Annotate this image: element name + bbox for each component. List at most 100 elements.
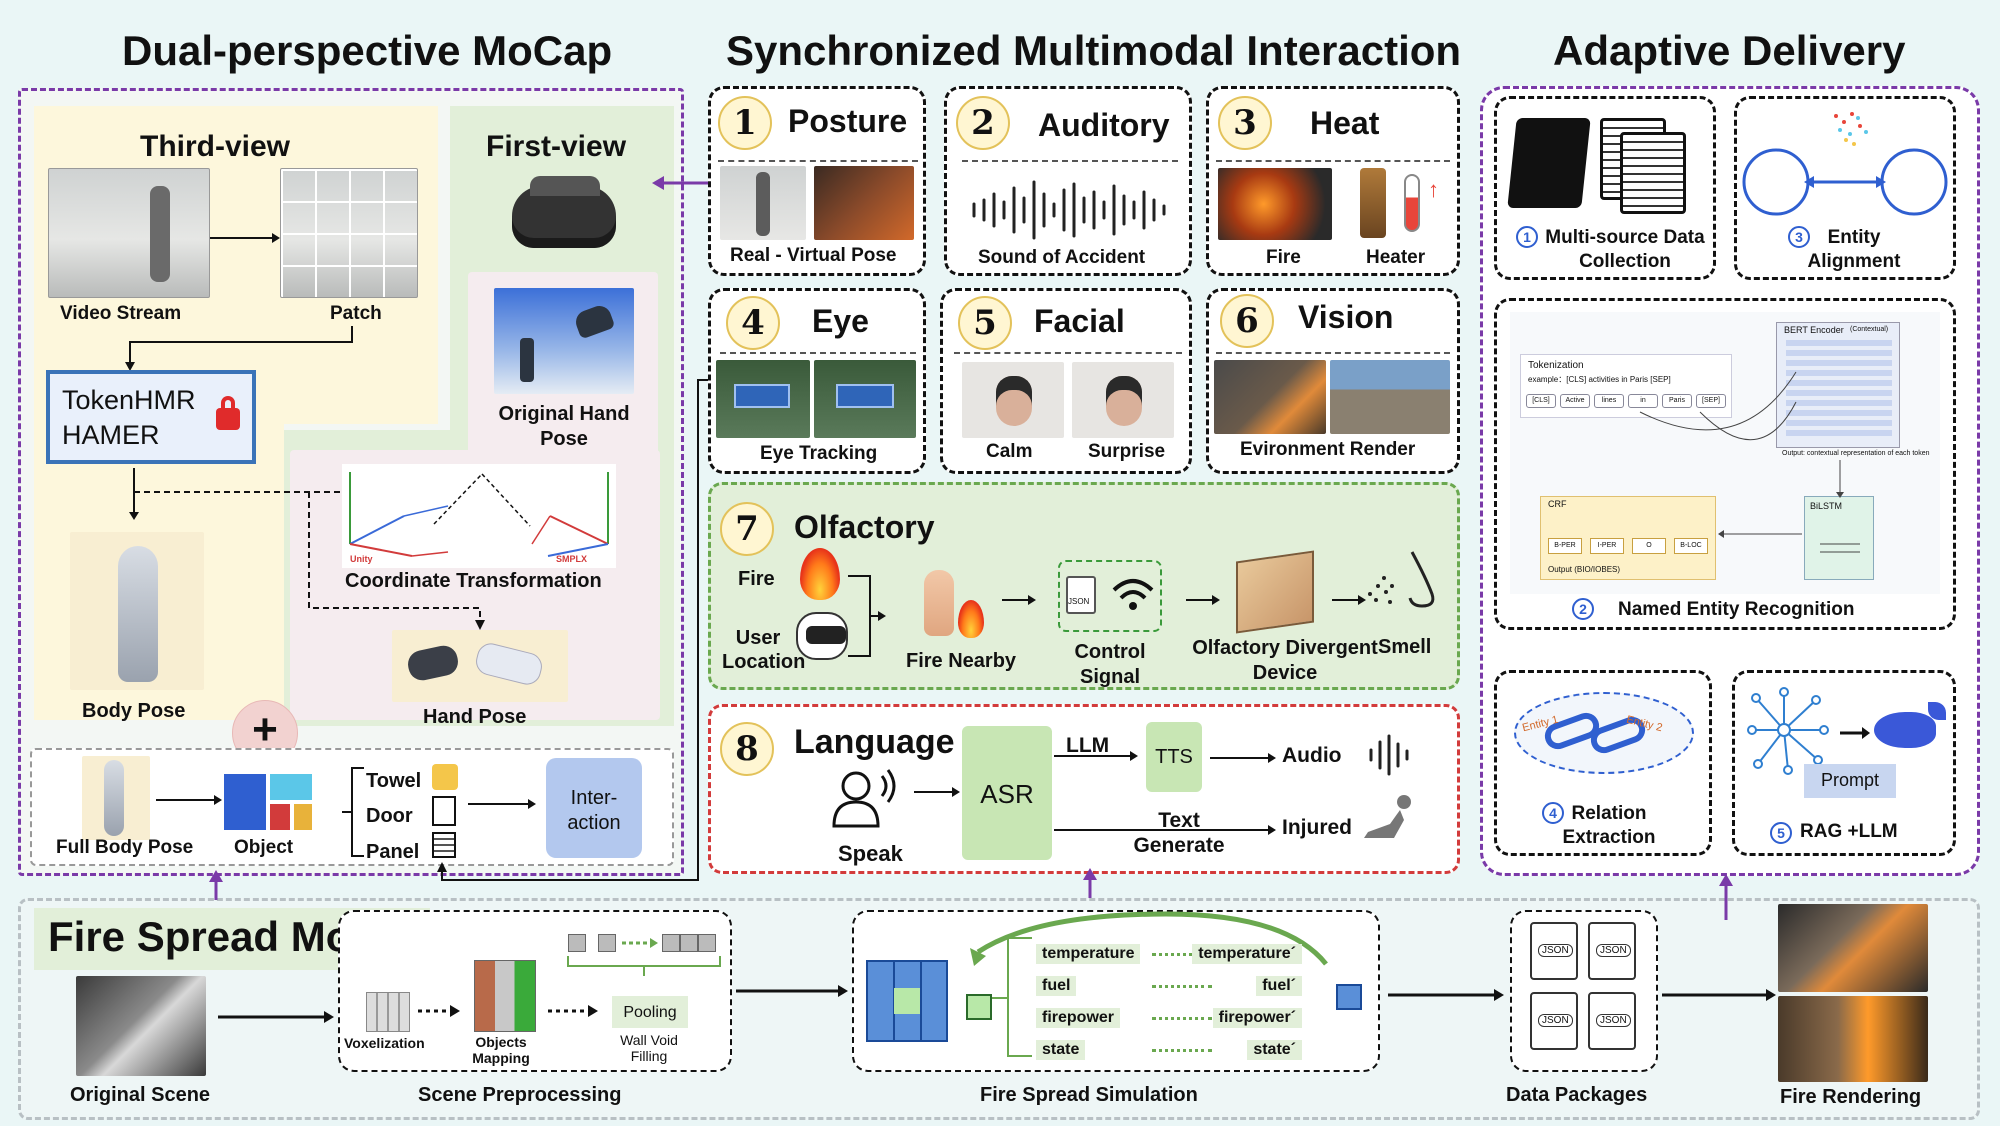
fire-nearby-person [924, 570, 954, 636]
divider-vision [1216, 352, 1450, 354]
llm-whale-icon [1874, 712, 1936, 748]
injured-person-icon [1364, 795, 1411, 838]
fire-icon [800, 548, 840, 600]
ner-token: Active [1560, 394, 1590, 408]
audio-label: Audio [1282, 744, 1342, 767]
num-2: 2 [956, 96, 1010, 150]
multi-source-label: Multi-source Data Collection [1545, 227, 1705, 272]
ner-label: Named Entity Recognition [1618, 599, 1855, 620]
control-signal-box [1058, 560, 1162, 632]
divider-eye [720, 352, 916, 354]
panel-icon [432, 832, 456, 858]
video-stream-person [150, 186, 170, 282]
param-arrow [1152, 953, 1212, 956]
olfactory-bracket [848, 575, 886, 657]
json-file-label: JSON [1068, 597, 1090, 606]
arrow-up-delivery [1719, 874, 1733, 920]
arrow-to-preprocessing [218, 1011, 334, 1023]
wifi-icon [1112, 579, 1154, 610]
json-file-text: JSON [1596, 1014, 1631, 1027]
delivery-num-1: 1 [1516, 226, 1538, 248]
arrow-to-llm [1840, 727, 1870, 739]
json-file-icon: JSON [1530, 992, 1578, 1050]
patch-label: Patch [330, 303, 382, 324]
original-hand-image [494, 288, 634, 394]
object-towel: Towel [366, 770, 422, 792]
hand-model [520, 338, 534, 382]
object-bracket [342, 767, 364, 857]
interaction-label: Inter-action [567, 787, 621, 834]
video-stream-image [48, 168, 210, 298]
eye-screen-2 [836, 384, 894, 408]
param-arrow [1152, 985, 1212, 988]
arrow-to-device [1186, 595, 1220, 605]
original-scene-label: Original Scene [70, 1084, 211, 1106]
olfactory-title: Olfactory [794, 509, 935, 545]
voxelization-label: Voxelization [344, 1035, 425, 1051]
vision-title: Vision [1298, 299, 1394, 335]
olfactory-user-location: User Location [722, 627, 806, 673]
arrow-voxel-to-mapping [418, 1005, 460, 1017]
facial-calm-caption: Calm [986, 441, 1033, 462]
facial-title: Facial [1034, 303, 1125, 339]
ner-token: [CLS] [1526, 394, 1556, 408]
num-3: 3 [1218, 96, 1272, 150]
data-packages-label: Data Packages [1506, 1084, 1648, 1106]
ner-crf-tag: I-PER [1590, 538, 1624, 554]
language-title: Language [794, 723, 955, 761]
door-icon [432, 796, 456, 826]
fire-nearby-label: Fire Nearby [906, 650, 1017, 672]
thermometer-icon [1404, 174, 1420, 232]
prompt-label: Prompt [1820, 770, 1880, 790]
object-icon-yellow [294, 804, 312, 830]
object-icon-blue [224, 774, 266, 830]
json-file-icon [1066, 576, 1096, 614]
grid-cube-icon [866, 960, 948, 1042]
arrow-to-simulation [736, 985, 848, 997]
full-body-pose-label: Full Body Pose [56, 837, 194, 858]
ner-bert-layers [1786, 340, 1892, 436]
param-from: firepower [1036, 1008, 1121, 1028]
injured-label: Injured [1282, 816, 1353, 839]
arrow-to-packages [1388, 989, 1504, 1001]
num-4: 4 [726, 296, 780, 350]
arrow-to-body-pose [129, 468, 139, 520]
tts-label: TTS [1155, 746, 1193, 768]
arrow-to-tts [1054, 751, 1138, 761]
param-from: state [1036, 1040, 1086, 1060]
asr-box [962, 726, 1052, 860]
param-to: state´ [1247, 1040, 1302, 1060]
pool-cube-2 [598, 934, 616, 952]
documents-icon-2 [1620, 132, 1686, 214]
feedback-arc [970, 911, 1328, 966]
vr-headset-icon [512, 186, 616, 248]
posture-real-person [756, 172, 770, 236]
simulation-label: Fire Spread Simulation [980, 1084, 1198, 1106]
pooling-bracket [567, 956, 721, 976]
posture-title: Posture [788, 103, 908, 139]
heat-fire-image [1218, 168, 1332, 240]
heading-dual-mocap: Dual-perspective MoCap [122, 27, 613, 74]
text-generate-label: Text Generate [1133, 809, 1225, 858]
control-signal-label: Control Signal [1074, 641, 1146, 688]
arrow-to-pooling [548, 1005, 598, 1017]
body-pose-label: Body Pose [82, 700, 186, 722]
ner-bilstm-label: BiLSTM [1810, 501, 1843, 511]
heater-icon [1360, 168, 1386, 238]
arrow-up-mocap [209, 870, 223, 900]
fire-rendering-image-2 [1778, 996, 1928, 1082]
objects-mapping-label: Objects Mapping [472, 1034, 530, 1067]
interaction-box [546, 758, 642, 858]
user-vr-goggles [806, 626, 846, 644]
audio-wave-icon [1369, 734, 1409, 776]
param-bracket [992, 937, 1032, 1057]
smell-nose-icon [1368, 551, 1435, 608]
first-view-label: First-view [486, 130, 627, 163]
arrow-to-patch [210, 233, 280, 243]
ner-tokenization-label: Tokenization [1528, 360, 1584, 371]
